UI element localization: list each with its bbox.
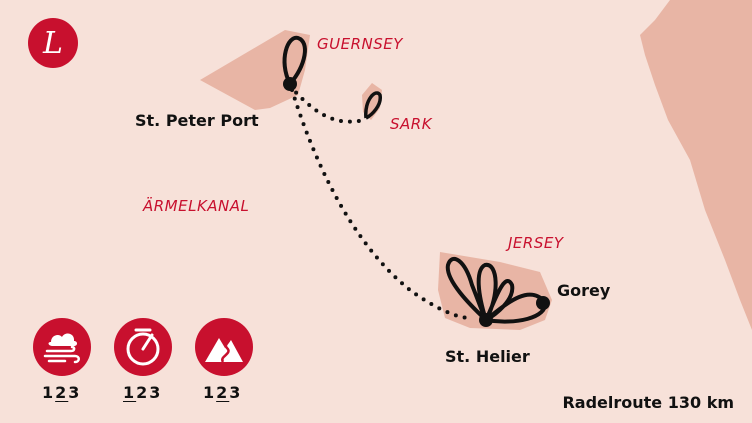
wind-badge	[33, 318, 91, 376]
ferry-route-jersey	[290, 88, 472, 320]
mountains-rating: 123	[203, 383, 242, 402]
sark-loop	[364, 91, 382, 120]
region-sark: SARK	[390, 115, 433, 133]
gauge-rating-1: 1	[123, 383, 137, 402]
gorey-marker	[536, 296, 550, 310]
st-peter-port-marker	[283, 77, 297, 91]
jersey-loops	[445, 257, 548, 324]
mainland-coast	[640, 0, 752, 330]
gauge-rating-2: 2	[136, 383, 150, 402]
ferry-route	[288, 84, 367, 124]
mountains-rating-3: 3	[229, 383, 243, 402]
gauge-badge	[114, 318, 172, 376]
gauge-rating-3: 3	[149, 383, 163, 402]
place-st-peter-port: St. Peter Port	[135, 111, 259, 130]
wind-rating-3: 3	[68, 383, 82, 402]
place-st-helier: St. Helier	[445, 347, 530, 366]
region-guernsey: GUERNSEY	[317, 35, 403, 53]
wind-rating: 123	[42, 383, 81, 402]
place-gorey: Gorey	[557, 281, 611, 300]
wind-icon	[43, 333, 80, 364]
guernsey-loop	[282, 35, 307, 88]
region-channel: ÄRMELKANAL	[143, 197, 250, 215]
route-summary: Radelroute 130 km	[562, 393, 734, 412]
mountains-badge	[195, 318, 253, 376]
region-jersey: JERSEY	[508, 234, 564, 252]
gauge-icon	[126, 328, 160, 366]
logo-letter: L	[42, 26, 63, 61]
wind-rating-2: 2	[55, 383, 69, 402]
mountains-rating-1: 1	[203, 383, 217, 402]
gauge-rating: 123	[123, 383, 162, 402]
mountains-icon	[205, 337, 243, 363]
guernsey-island	[200, 30, 310, 110]
brand-logo: L	[28, 18, 78, 68]
st-helier-marker	[479, 313, 493, 327]
mountains-rating-2: 2	[216, 383, 230, 402]
wind-rating-1: 1	[42, 383, 56, 402]
